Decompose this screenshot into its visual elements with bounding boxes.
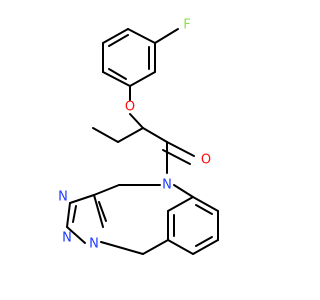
fluorine-label: F <box>183 18 190 33</box>
bond-aromatic-inner-1 <box>195 204 213 215</box>
bond-benzene-inner-1 <box>108 34 129 47</box>
bond-cβ-cγ <box>92 127 119 143</box>
bond-amide-n-aromatic <box>173 184 194 198</box>
triazole-nitrogen-2-label: N <box>62 231 72 246</box>
bond-aromatic-a <box>192 196 219 212</box>
bond-aromatic-c <box>192 239 219 255</box>
bond-benzene-inner-3 <box>108 68 127 80</box>
bond-c2-c3 <box>127 28 156 44</box>
triazole-nitrogen-1-label: N <box>58 190 68 205</box>
bond-triazole-c <box>66 202 71 228</box>
molecule-canvas: F O O N N N N <box>58 17 219 255</box>
bond-aromatic-ch2 <box>142 239 169 255</box>
carbonyl-oxygen-label: O <box>201 153 211 168</box>
bond-triazole-inner-1 <box>72 205 77 223</box>
bond-aromatic-f <box>167 196 194 212</box>
bond-c3-fluorine <box>154 28 179 44</box>
bond-carbonyl-o-1 <box>166 141 195 157</box>
bond-aromatic-d <box>167 239 194 255</box>
bond-c4-c5 <box>129 71 156 87</box>
triazole-nitrogen-3-label: N <box>89 237 99 252</box>
bond-ch2-triazole-n <box>100 241 144 255</box>
bond-triazole-inner-2 <box>98 201 107 222</box>
bond-c5-c6 <box>102 71 131 87</box>
bond-ether-oxygen-cα <box>129 113 144 129</box>
bond-c1-c2 <box>102 28 129 44</box>
bond-triazole-b <box>66 226 86 244</box>
bond-cα-carbonyl <box>142 127 168 143</box>
bond-triazole-a <box>93 194 104 228</box>
bond-triazole-d <box>69 194 95 204</box>
amide-nitrogen-label: N <box>162 178 172 193</box>
bond-cα-cβ <box>117 127 144 143</box>
ether-oxygen-label: O <box>125 100 135 115</box>
molecule-structure: F O O N N N N <box>58 18 219 255</box>
atom-label-layer: F O O N N N N <box>58 18 211 252</box>
bond-layer <box>66 28 219 255</box>
bond-ch2-bridge <box>93 184 120 196</box>
bond-aromatic-inner-2 <box>195 236 213 247</box>
